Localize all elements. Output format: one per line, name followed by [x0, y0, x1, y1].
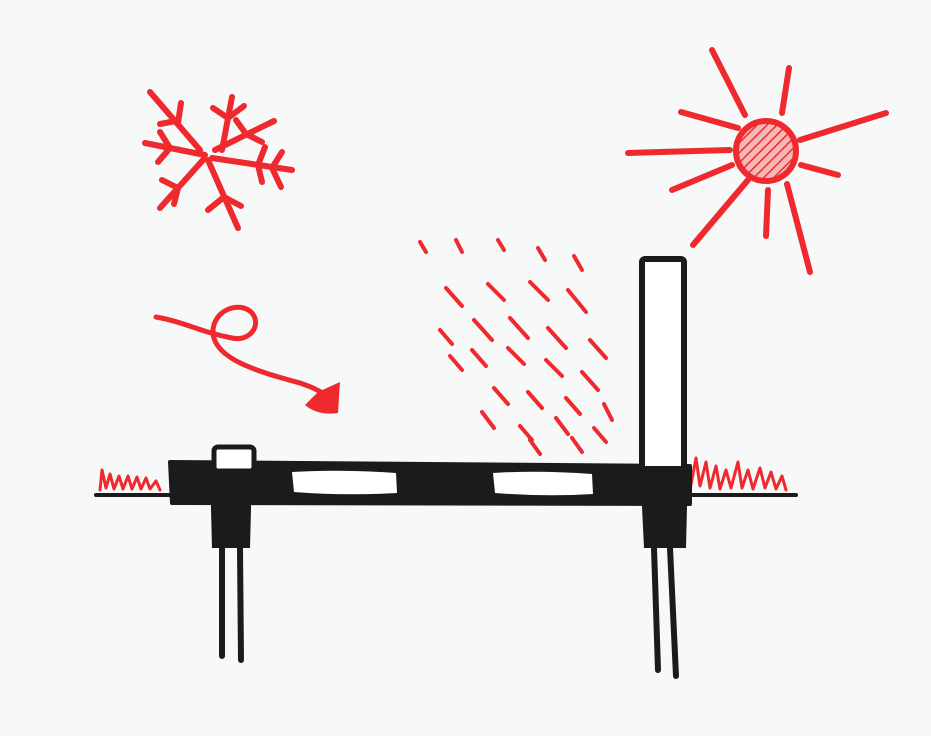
rain-streak [518, 424, 534, 442]
grass-right [688, 456, 788, 492]
rain-streak [536, 246, 547, 262]
rain-streak [472, 318, 494, 342]
rain-streak [418, 240, 428, 254]
rain-streak [546, 326, 568, 350]
rain-streak [528, 280, 550, 302]
rain-streak [448, 354, 464, 372]
beam-opening-1 [292, 470, 397, 495]
rain-streak [438, 328, 454, 346]
sun-disc [733, 118, 799, 184]
rain-streak [444, 286, 464, 308]
rain-streak [508, 316, 530, 340]
left-cap [211, 444, 257, 474]
grass-left [98, 468, 162, 492]
left-post [210, 470, 252, 548]
deck-structure [94, 256, 798, 679]
left-post-legs [219, 545, 244, 663]
rain-streak [528, 438, 542, 456]
rain-streak [544, 358, 564, 378]
beam-opening-2 [493, 471, 593, 496]
rain-streak [588, 338, 608, 360]
rain-streak [566, 288, 588, 314]
rain-streak [572, 254, 584, 272]
rain-streak [554, 416, 570, 436]
rain-streak [602, 402, 614, 422]
rain-streak [470, 348, 488, 368]
rain-streak [454, 238, 464, 254]
wind-arrowhead [305, 382, 340, 414]
rain-streak [570, 436, 584, 454]
rain-streak [480, 410, 496, 430]
rain-streak [486, 282, 506, 302]
rain-streak [526, 390, 544, 410]
rain-streak [496, 238, 506, 252]
right-post-legs [651, 545, 679, 679]
snowflake-icon [142, 89, 295, 231]
sun-rays [625, 47, 889, 275]
right-post-lower [640, 466, 688, 548]
sun-icon [625, 47, 889, 275]
right-tall-post [639, 256, 687, 472]
rain-streak [592, 426, 608, 444]
rain-streak [564, 396, 582, 416]
wind-arrow-icon [153, 304, 340, 414]
rain-streak [506, 346, 526, 366]
rain-streak [492, 386, 510, 406]
rain-streak [580, 370, 600, 392]
